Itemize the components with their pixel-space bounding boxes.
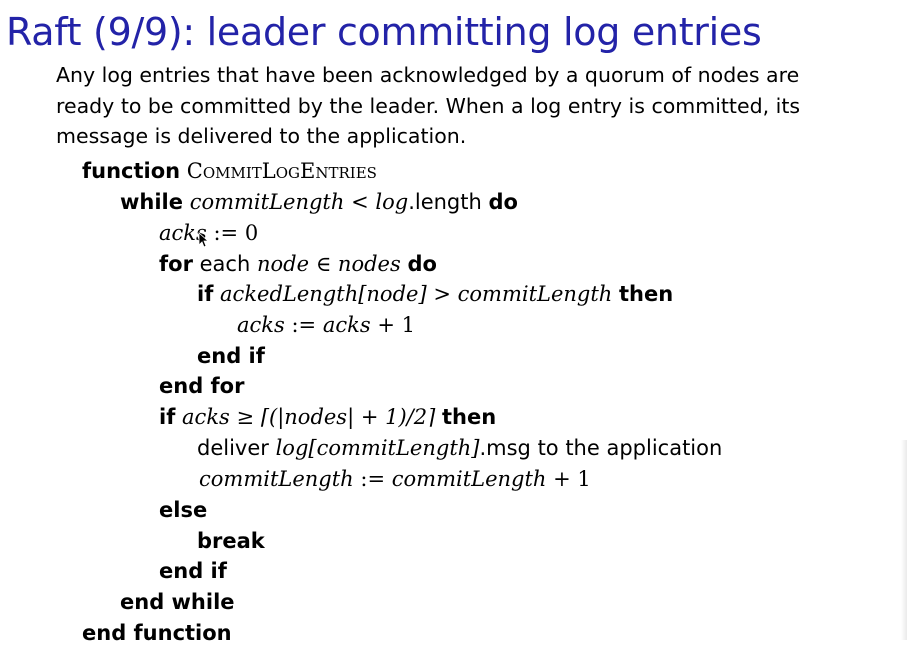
keyword-else: else (159, 498, 208, 522)
var-log: log (375, 190, 409, 214)
mouse-cursor-icon (198, 232, 208, 248)
algo-line-for: for each node ∈ nodes do (159, 249, 437, 279)
algo-line-break: break (197, 526, 265, 556)
var-commit-length: commitLength (189, 190, 345, 214)
keyword-then: then (441, 405, 497, 429)
screen-edge-shadow (901, 440, 907, 640)
algo-line-else: else (159, 495, 207, 525)
text-deliver: deliver (197, 436, 269, 460)
op-assign: := (360, 467, 386, 491)
algo-line-end-if: end if (197, 341, 265, 371)
algo-line-while: while commitLength < log.length do (120, 187, 518, 217)
algo-line-deliver: deliver log[commitLength].msg to the app… (197, 433, 722, 463)
algo-line-acks-init: acks := 0 (159, 218, 258, 248)
keyword-break: break (197, 529, 265, 553)
var-commit-length: commitLength (457, 282, 613, 306)
algo-line-end-if-2: end if (159, 556, 227, 586)
keyword-if: if (197, 282, 214, 306)
op-geq: ≥ (236, 405, 255, 429)
algo-line-acks-increment: acks := acks + 1 (237, 310, 415, 340)
var-acks: acks (322, 313, 371, 337)
var-acks: acks (237, 313, 285, 337)
algo-line-end-while: end while (120, 587, 235, 617)
keyword-end-for: end for (159, 374, 245, 398)
keyword-function: function (82, 159, 181, 183)
algo-line-function: function CommitLogEntries (82, 156, 377, 186)
slide-intro-paragraph: Any log entries that have been acknowled… (56, 63, 801, 148)
keyword-if: if (159, 405, 176, 429)
var-acks: acks (182, 405, 230, 429)
algo-line-if-quorum: if acks ≥ ⌈(|nodes| + 1)/2⌉ then (159, 402, 496, 432)
var-commit-length: commitLength (391, 467, 547, 491)
keyword-do: do (407, 252, 437, 276)
keyword-for: for (159, 252, 193, 276)
plus-one: + 1 (377, 313, 415, 337)
expr-log-index: log[commitLength] (275, 436, 480, 460)
function-name: CommitLogEntries (186, 159, 377, 183)
plus-one: + 1 (553, 467, 591, 491)
op-assign: := (291, 313, 317, 337)
algo-line-if-acked: if ackedLength[node] > commitLength then (197, 279, 673, 309)
op-less-than: < (351, 190, 369, 214)
var-commit-length: commitLength (199, 467, 354, 491)
var-nodes: nodes (337, 252, 401, 276)
algo-line-end-function: end function (82, 618, 232, 648)
keyword-end-function: end function (82, 621, 232, 645)
slide-title: Raft (9/9): leader committing log entrie… (6, 10, 762, 54)
op-element-of: ∈ (315, 252, 332, 276)
keyword-do: do (488, 190, 518, 214)
algo-line-end-for: end for (159, 371, 244, 401)
keyword-then: then (619, 282, 674, 306)
expr-quorum: ⌈(|nodes| + 1)/2⌉ (260, 405, 436, 429)
text-deliver-rest: .msg to the application (479, 436, 723, 460)
algo-line-commit-increment: commitLength := commitLength + 1 (199, 464, 591, 494)
op-greater-than: > (433, 282, 451, 306)
text-each: each (199, 252, 251, 276)
prop-length: .length (408, 190, 482, 214)
keyword-while: while (120, 190, 183, 214)
keyword-end-if: end if (197, 344, 265, 368)
var-node: node (256, 252, 309, 276)
keyword-end-if: end if (159, 559, 227, 583)
expr-acked-length: ackedLength[node] (220, 282, 427, 306)
keyword-end-while: end while (120, 590, 235, 614)
assign-zero: := 0 (213, 221, 259, 245)
